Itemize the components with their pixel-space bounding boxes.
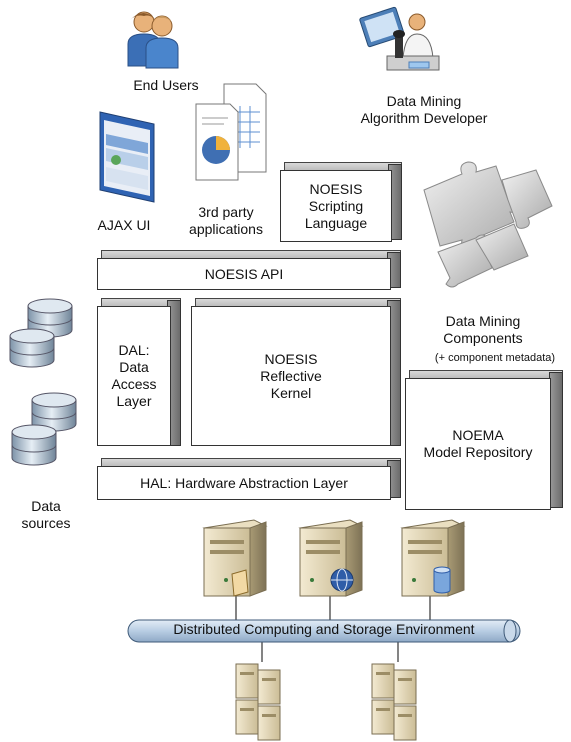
database-icon [9, 298, 77, 466]
ajax-ui-label: AJAX UI [97, 217, 151, 233]
components-label: Data Mining Components [443, 313, 523, 346]
scripting-language-box: NOESIS Scripting Language [280, 162, 406, 242]
scripting-language-label: NOESIS Scripting Language [280, 170, 392, 242]
puzzle-pieces-icon [423, 161, 553, 288]
hal-label: HAL: Hardware Abstraction Layer [97, 466, 391, 500]
developer-icon [359, 6, 440, 71]
reflective-kernel-box: NOESIS Reflective Kernel [191, 298, 403, 448]
data-sources-label: Data sources [21, 498, 71, 531]
cylinder-icon [433, 566, 451, 594]
developer-label: Data Mining Algorithm Developer [360, 93, 488, 126]
noesis-api-label: NOESIS API [97, 258, 391, 290]
hal-bar: HAL: Hardware Abstraction Layer [97, 458, 403, 500]
browser-window-icon [99, 111, 155, 203]
document-chart-icon [195, 83, 267, 181]
noema-repository-box: NOEMA Model Repository [405, 370, 565, 510]
component-metadata-label: (+ component metadata) [434, 352, 556, 364]
third-party-label: 3rd party applications [189, 204, 263, 237]
noesis-api-bar: NOESIS API [97, 250, 403, 290]
end-users-label: End Users [133, 77, 199, 93]
server-icon [202, 519, 268, 597]
server-icon [235, 663, 281, 741]
server-icon [400, 519, 466, 597]
dal-label: DAL: Data Access Layer [97, 306, 171, 446]
users-icon [127, 11, 179, 69]
reflective-kernel-label: NOESIS Reflective Kernel [191, 306, 391, 446]
server-icon [371, 663, 417, 741]
distributed-environment-label: Distributed Computing and Storage Enviro… [173, 621, 475, 637]
globe-icon [330, 568, 354, 592]
dal-box: DAL: Data Access Layer [97, 298, 183, 448]
server-icon [298, 519, 364, 597]
noema-repository-label: NOEMA Model Repository [405, 378, 551, 510]
